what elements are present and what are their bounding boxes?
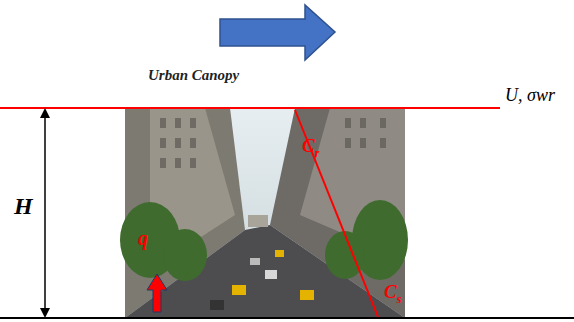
- flow-symbol: U, σwr: [505, 86, 555, 104]
- roof-concentration: Cr: [302, 136, 319, 159]
- emission-arrow: [147, 274, 167, 312]
- ground-line: [0, 317, 574, 319]
- wind-arrow: [220, 5, 335, 60]
- concentration-line: [295, 110, 378, 317]
- canopy-line: [0, 107, 500, 109]
- height-symbol: H: [14, 194, 33, 218]
- emission-symbol: q: [138, 228, 148, 248]
- street-photo: [120, 108, 408, 318]
- street-concentration: Cs: [384, 282, 401, 305]
- height-arrow: [44, 110, 46, 316]
- layer-label: Urban Canopy: [148, 68, 239, 83]
